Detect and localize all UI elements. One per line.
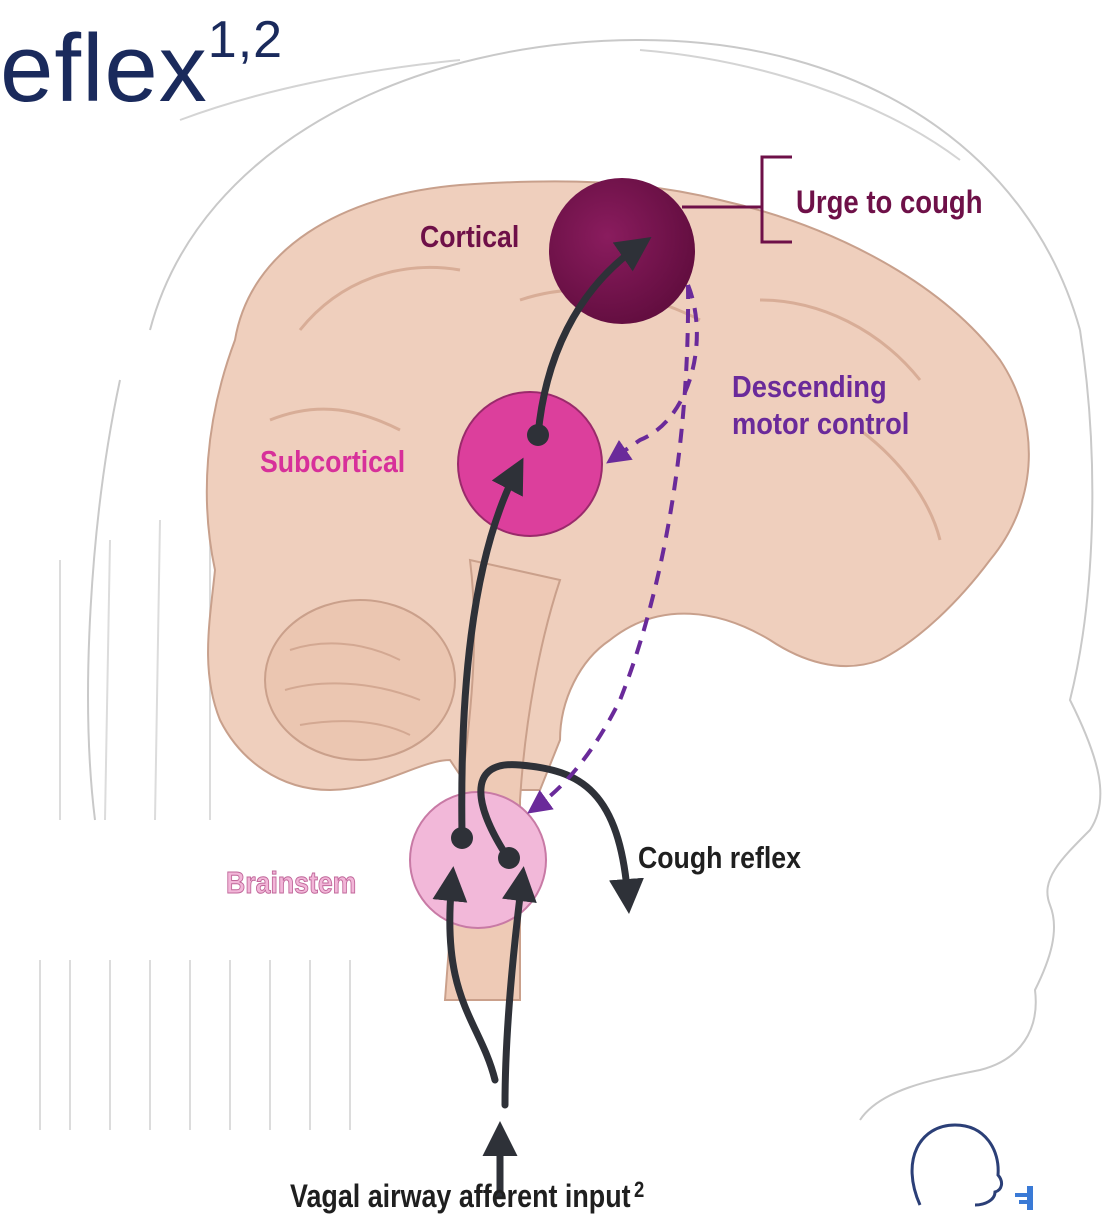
logo-icon (1015, 1186, 1033, 1210)
cortical-synapse (527, 424, 549, 446)
cortical-node (549, 178, 695, 324)
descending-motor-control-label: Descending motor control (732, 368, 909, 442)
title-text: eflex (0, 15, 208, 122)
head-profile-icon (912, 1125, 1001, 1205)
descending-line1: Descending (732, 368, 909, 405)
cortical-label: Cortical (420, 218, 519, 255)
brainstem-node (410, 792, 546, 928)
subcortical-label: Subcortical (260, 443, 405, 480)
descending-line2: motor control (732, 405, 909, 442)
brainstem-label: Brainstem (226, 864, 356, 901)
urge-to-cough-label: Urge to cough (796, 183, 983, 221)
brainstem-synapse-right (498, 847, 520, 869)
vagal-ref: 2 (634, 1177, 644, 1202)
vagal-text: Vagal airway afferent input (290, 1178, 631, 1214)
subcortical-node (458, 392, 602, 536)
cough-reflex-label: Cough reflex (638, 839, 801, 876)
title-superscript: 1,2 (208, 11, 283, 69)
brainstem-synapse-left (451, 827, 473, 849)
page-title: eflex1,2 (0, 10, 283, 124)
